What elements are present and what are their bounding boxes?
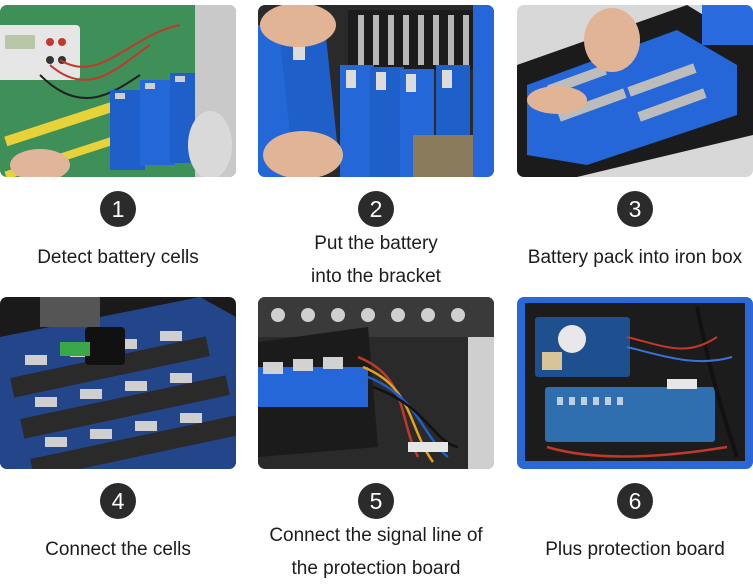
- step-number-badge: 2: [358, 191, 394, 227]
- caption-line: into the bracket: [311, 266, 441, 287]
- caption-line: Put the battery: [314, 233, 438, 254]
- step-caption: Connect the cells: [0, 533, 246, 566]
- step-2-photo: [258, 5, 494, 177]
- step-caption: Detect battery cells: [0, 241, 246, 274]
- step-caption: Put the battery into the bracket: [248, 227, 504, 293]
- step-number-badge: 6: [617, 483, 653, 519]
- step-number-badge: 5: [358, 483, 394, 519]
- step-caption: Connect the signal line of the protectio…: [248, 519, 504, 585]
- step-5-photo: [258, 297, 494, 469]
- caption-line: Connect the cells: [45, 539, 191, 560]
- caption-line: Plus protection board: [545, 539, 725, 560]
- caption-line: Detect battery cells: [37, 247, 199, 268]
- step-3-photo: [517, 5, 753, 177]
- step-1-photo: [0, 5, 236, 177]
- step-number-badge: 4: [100, 483, 136, 519]
- step-4-photo: [0, 297, 236, 469]
- caption-line: the protection board: [291, 558, 461, 579]
- step-6-photo: [517, 297, 753, 469]
- step-caption: Plus protection board: [507, 533, 753, 566]
- step-number-badge: 1: [100, 191, 136, 227]
- caption-line: Connect the signal line of: [269, 525, 483, 546]
- step-caption: Battery pack into iron box: [507, 241, 753, 274]
- caption-line: Battery pack into iron box: [527, 247, 743, 268]
- step-number-badge: 3: [617, 191, 653, 227]
